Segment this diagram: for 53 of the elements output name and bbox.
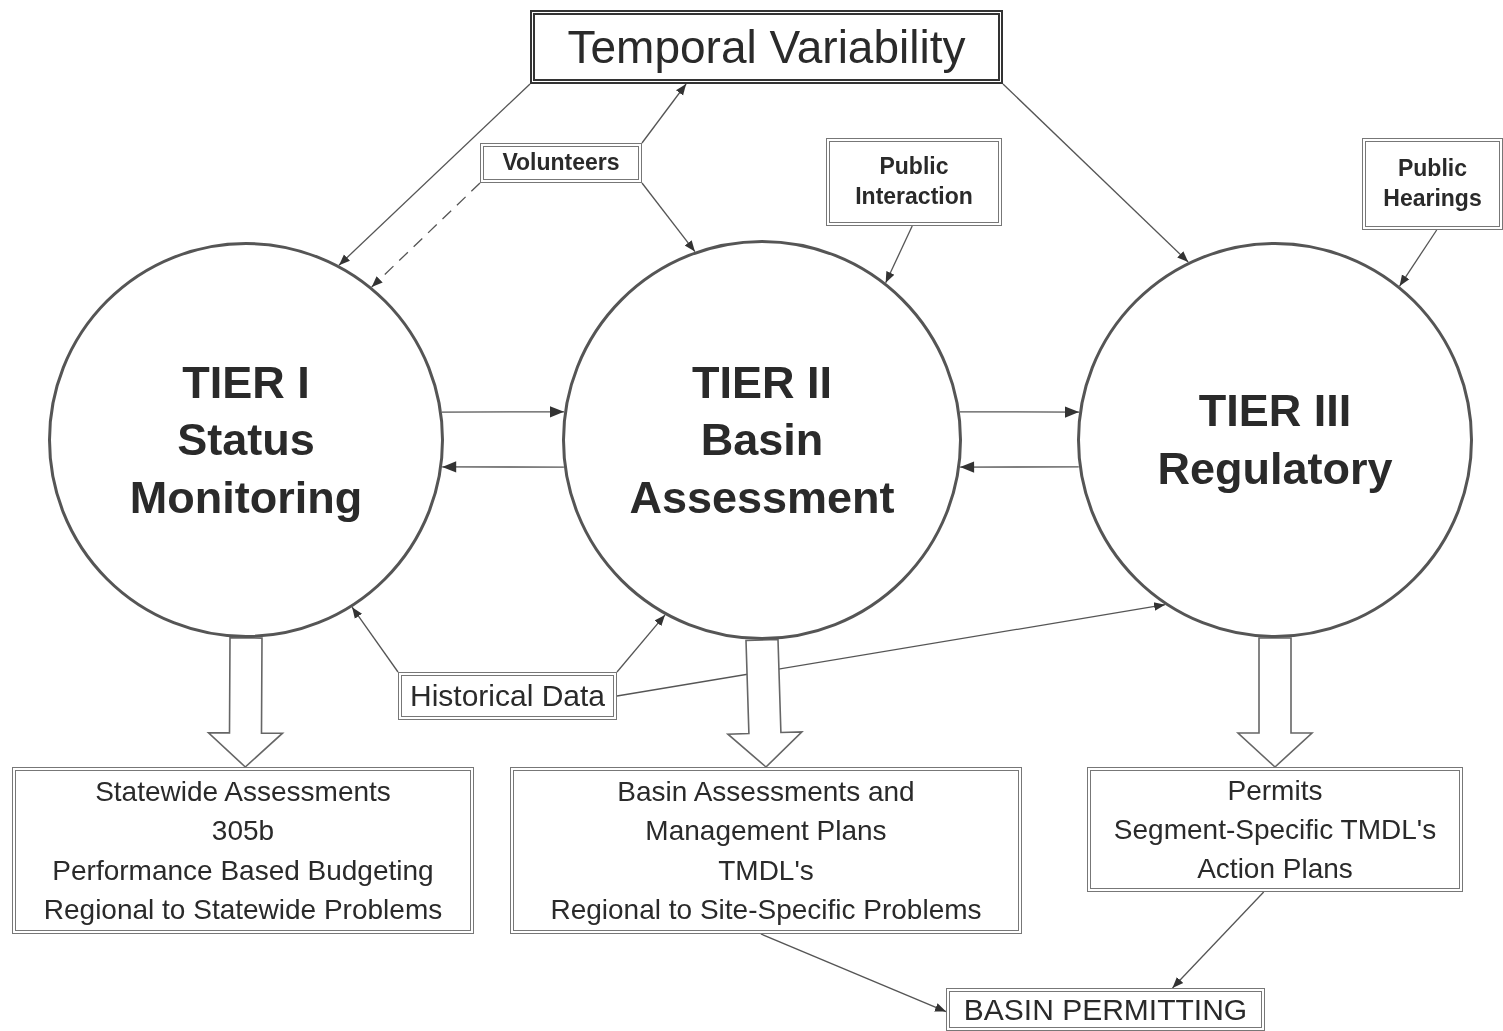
box-text: Regional to Statewide Problems	[43, 892, 443, 927]
box-text: BASIN PERMITTING	[963, 992, 1248, 1027]
arrow	[1171, 891, 1265, 989]
output-box	[946, 988, 1265, 1031]
block-arrow	[725, 638, 804, 769]
arrow	[1002, 83, 1189, 263]
box-text: TMDL's	[718, 853, 814, 888]
box-text: Permits	[1227, 773, 1323, 808]
label-box	[826, 138, 1002, 226]
box-text: Performance Based Budgeting	[52, 853, 434, 888]
tier-heading: TIER I	[182, 355, 310, 410]
tier-heading: TIER II	[692, 355, 832, 410]
block-arrow	[1235, 637, 1315, 769]
title-box	[530, 10, 1003, 84]
box-text: Temporal Variability	[567, 20, 966, 74]
arrow	[641, 182, 696, 253]
box-text: Basin Assessments and Management Plans	[616, 775, 916, 849]
label-box	[480, 143, 642, 183]
label-box	[398, 672, 617, 720]
box-text: Public Hearings	[1382, 154, 1483, 213]
box-text: 305b	[211, 814, 275, 849]
block-arrow	[206, 637, 285, 769]
arrow	[351, 606, 399, 673]
box-text: Action Plans	[1197, 852, 1353, 887]
tier-name: Basin Assessment	[628, 413, 896, 525]
box-text: Segment-Specific TMDL's	[1113, 812, 1437, 847]
arrow	[616, 614, 666, 673]
arrow	[959, 461, 1080, 473]
box-text: Volunteers	[502, 148, 620, 178]
tier-name: Regulatory	[1157, 442, 1393, 496]
output-box	[1087, 767, 1463, 892]
box-text: Statewide Assessments	[95, 775, 391, 810]
arrow	[616, 602, 1166, 697]
tier-circle	[562, 240, 962, 640]
arrow	[959, 406, 1080, 418]
box-text: Historical Data	[409, 679, 606, 713]
arrow	[885, 225, 913, 284]
tier-heading: TIER III	[1198, 384, 1352, 439]
box-text: Regional to Site-Specific Problems	[550, 892, 982, 927]
box-text: Public Interaction	[854, 152, 974, 211]
output-box	[510, 767, 1022, 934]
label-box	[1362, 138, 1503, 230]
arrow	[641, 83, 687, 144]
arrow	[1398, 229, 1438, 287]
output-box	[12, 767, 474, 934]
arrow	[371, 182, 481, 288]
tier-circle	[1077, 242, 1473, 638]
tier-name: Status Monitoring	[128, 413, 364, 525]
arrow	[338, 83, 531, 266]
tier-circle	[48, 242, 444, 638]
arrow	[441, 406, 565, 418]
arrow	[760, 933, 947, 1013]
arrow	[441, 461, 565, 473]
